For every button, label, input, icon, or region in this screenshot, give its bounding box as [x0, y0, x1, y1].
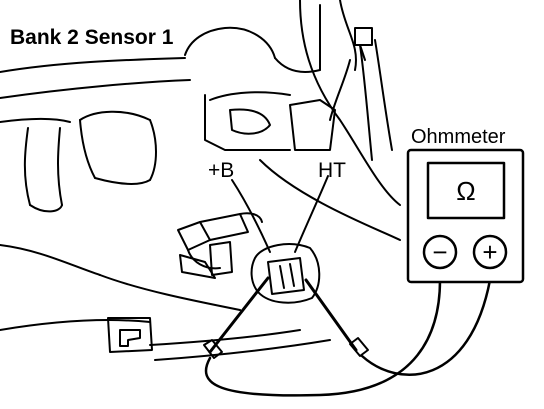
minus-terminal — [422, 234, 458, 270]
label-ht: HT — [318, 159, 346, 182]
ohm-symbol: Ω — [456, 176, 475, 206]
wire-to-minus — [204, 278, 442, 397]
engine-illustration — [0, 0, 401, 361]
label-plus-b: +B — [208, 159, 234, 182]
minus-symbol: − — [432, 237, 447, 267]
ohmmeter: Ω − + — [406, 148, 525, 284]
diagram-title: Bank 2 Sensor 1 — [10, 26, 174, 49]
left-probe — [208, 276, 270, 354]
wire-to-plus — [360, 278, 492, 376]
label-ohmmeter: Ohmmeter — [411, 126, 506, 148]
ohmmeter-display — [426, 161, 506, 220]
callout-leaders — [231, 175, 329, 253]
probe-leads — [203, 276, 492, 397]
plus-symbol: + — [482, 237, 497, 267]
right-probe — [304, 278, 358, 352]
plus-terminal — [472, 234, 508, 270]
